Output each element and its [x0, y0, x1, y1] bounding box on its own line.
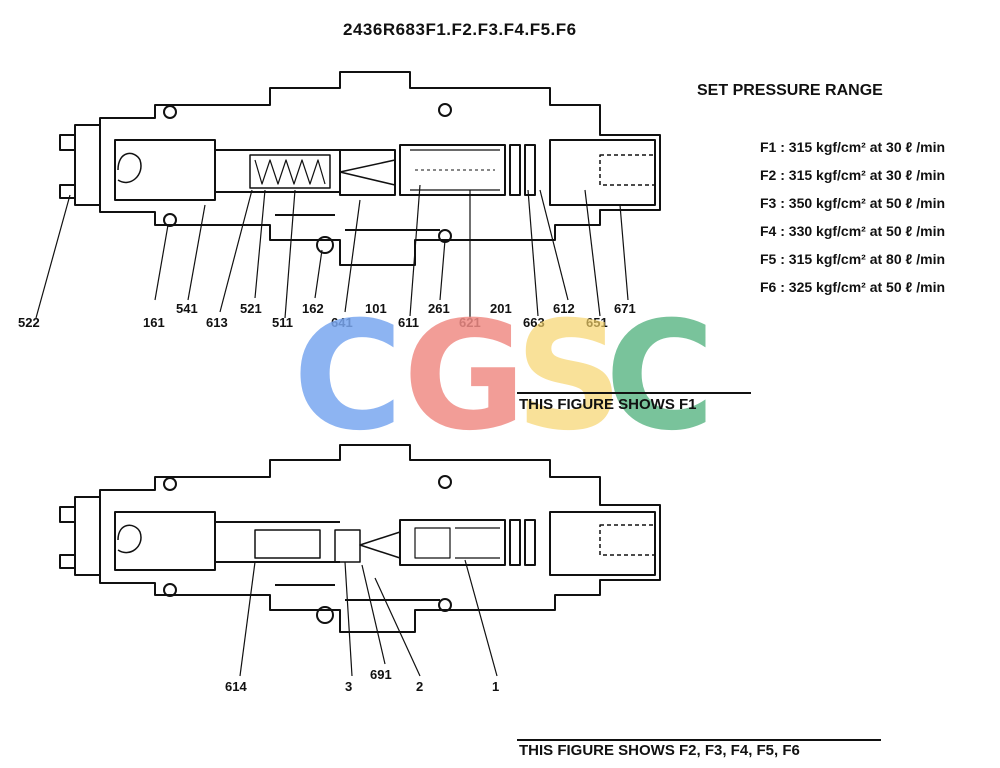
label-613: 613 [206, 315, 228, 330]
label-1: 1 [492, 679, 499, 694]
label-201: 201 [490, 301, 512, 316]
label-511: 511 [272, 315, 293, 330]
pressure-row-f4: F4 : 330 kgf/cm² at 50 ℓ /min [760, 223, 946, 239]
part-labels-f1: 522 161 541 613 521 511 162 641 101 611 … [18, 301, 636, 330]
label-641: 641 [331, 315, 353, 330]
label-663: 663 [523, 315, 545, 330]
label-611: 611 [398, 315, 419, 330]
label-261: 261 [428, 301, 450, 316]
pressure-row-f2: F2 : 315 kgf/cm² at 30 ℓ /min [760, 167, 946, 183]
leader-lines-f1 [35, 184, 629, 319]
label-101: 101 [365, 301, 387, 316]
valve-figure-f1 [59, 71, 661, 266]
label-2: 2 [416, 679, 423, 694]
label-621: 621 [459, 315, 481, 330]
label-691: 691 [370, 667, 392, 682]
label-612: 612 [553, 301, 575, 316]
label-162: 162 [302, 301, 324, 316]
watermark-letter-c1: C [293, 290, 403, 464]
pressure-row-f3: F3 : 350 kgf/cm² at 50 ℓ /min [760, 195, 946, 211]
pressure-row-f5: F5 : 315 kgf/cm² at 80 ℓ /min [760, 251, 946, 267]
watermark-letter-s: S [515, 290, 623, 464]
caption-figure-f1: THIS FIGURE SHOWS F1 [519, 396, 697, 413]
pressure-row-f6: F6 : 325 kgf/cm² at 50 ℓ /min [760, 279, 946, 295]
leader-lines-f2 [239, 559, 498, 677]
caption-figure-f2-f6: THIS FIGURE SHOWS F2, F3, F4, F5, F6 [519, 742, 800, 759]
label-541: 541 [176, 301, 198, 316]
label-671: 671 [614, 301, 636, 316]
cgsc-watermark: C G S C [293, 290, 715, 464]
label-521: 521 [240, 301, 262, 316]
label-614: 614 [225, 679, 247, 694]
valve-figure-f2-f6 [59, 444, 661, 633]
label-161: 161 [143, 315, 165, 330]
watermark-letter-c2: C [605, 290, 715, 464]
part-labels-f2: 614 3 691 2 1 [225, 667, 499, 694]
pressure-row-f1: F1 : 315 kgf/cm² at 30 ℓ /min [760, 139, 946, 155]
label-3: 3 [345, 679, 352, 694]
drawing-title: 2436R683F1.F2.F3.F4.F5.F6 [343, 20, 577, 39]
label-522: 522 [18, 315, 40, 330]
watermark-letter-g: G [403, 290, 526, 464]
caption-rule-f1 [517, 392, 751, 394]
caption-rule-f2-f6 [517, 739, 881, 741]
label-651: 651 [586, 315, 608, 330]
set-pressure-heading: SET PRESSURE RANGE [697, 82, 883, 99]
